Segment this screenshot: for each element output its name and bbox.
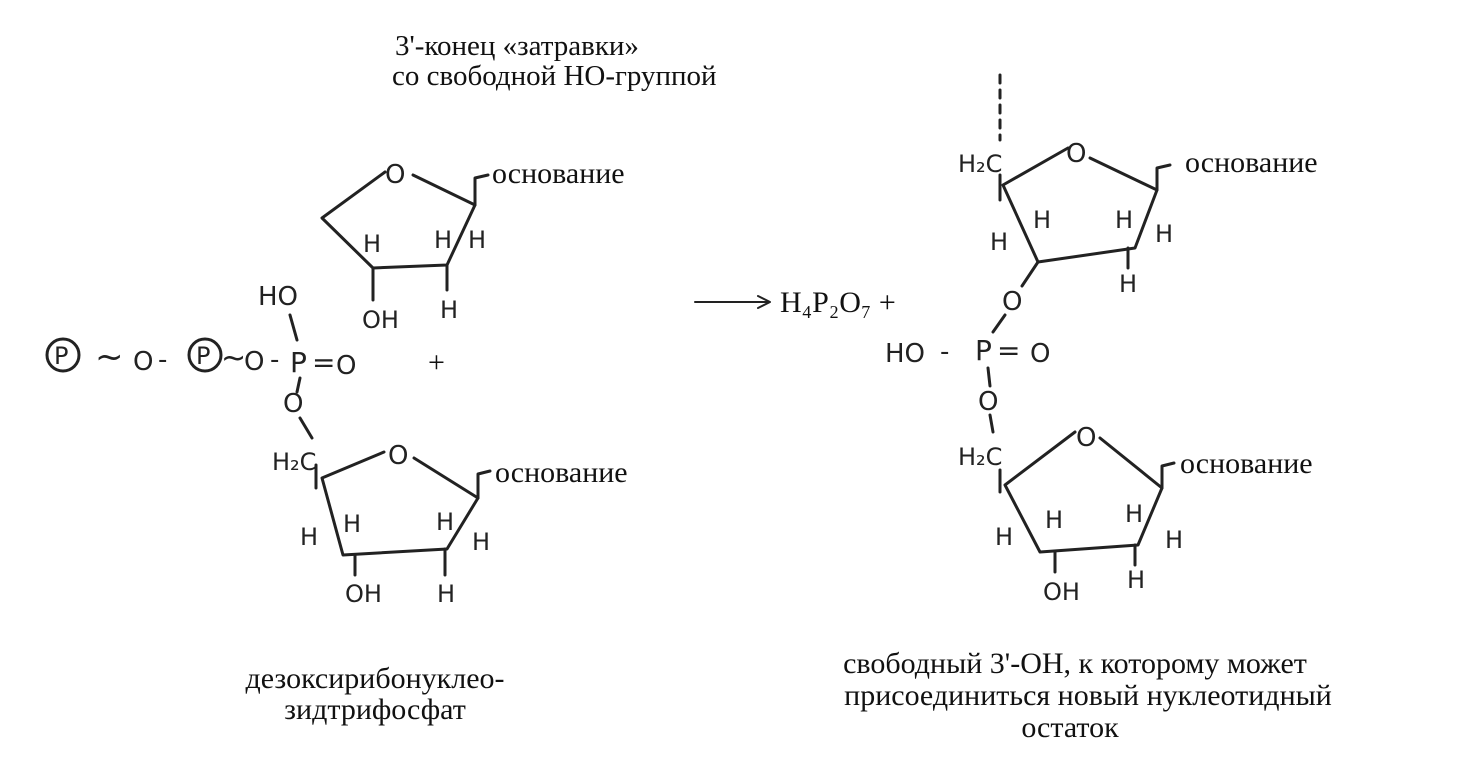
right-upper-base-bond <box>1155 163 1172 192</box>
circled-p-2 <box>187 337 223 373</box>
right-phosphodiester: O HO - P = O O <box>885 287 1050 434</box>
primer-label-line1: 3'-конец «затравки» <box>395 30 639 62</box>
left-upper-base-bond <box>473 173 490 207</box>
reactant-caption-line2: зидтрифосфат <box>284 693 466 726</box>
right-lower-ring-bonds <box>1003 430 1164 554</box>
p-double-bond: = <box>312 346 335 379</box>
right-o-ch2-bond <box>988 413 995 434</box>
left-lower-h2c: H₂C <box>272 448 316 476</box>
left-upper-ring-oxygen: O <box>385 160 405 190</box>
p-ho-bond <box>288 313 299 342</box>
left-lower-base-label: основание <box>495 456 628 489</box>
left-upper-h-1: H <box>363 230 381 258</box>
right-upper-h2c: H₂C <box>958 150 1002 178</box>
left-lower-h-5: H <box>437 580 455 608</box>
right-lower-base-bond <box>1160 461 1176 490</box>
circled-p-2-label: P <box>196 342 210 370</box>
right-upper-base-label: основание <box>1185 146 1318 179</box>
right-3-prime-oxygen: O <box>1002 287 1022 317</box>
right-lower-h-5: H <box>1127 566 1145 594</box>
right-lower-oh: OH <box>1043 578 1080 606</box>
circled-p-1-label: P <box>54 342 68 370</box>
right-phosphorus: P <box>975 334 992 367</box>
right-upper-h-1: H <box>990 228 1008 256</box>
left-lower-oh: OH <box>345 580 382 608</box>
right-lower-base-label: основание <box>1180 447 1313 480</box>
right-lower-h-2: H <box>1045 506 1063 534</box>
right-upper-sugar-ring: H₂C O основание H H H H H <box>958 73 1318 298</box>
o-ch2-bond <box>298 416 314 440</box>
right-lower-h-1: H <box>995 523 1013 551</box>
right-o-p-bond <box>991 313 1007 334</box>
left-upper-h-2: H <box>434 226 452 254</box>
right-p-oxo-oxygen: O <box>1030 339 1050 369</box>
right-upper-c3-o-bond <box>1020 260 1040 288</box>
dash-2: - <box>270 345 279 375</box>
left-upper-h-3: H <box>468 226 486 254</box>
left-lower-h-3: H <box>436 508 454 536</box>
right-upper-ring-bonds <box>1001 146 1159 264</box>
bridge-oxygen-2: O <box>244 347 264 377</box>
alpha-phosphorus: P <box>290 346 307 379</box>
pyrophosphate-product: H₄P₂O₇ + <box>780 286 896 319</box>
left-upper-ring-bonds <box>320 170 477 270</box>
p-hydroxyl: HO <box>258 282 298 312</box>
tilde-1: ~ <box>95 337 124 377</box>
left-upper-base-label: основание <box>492 157 625 190</box>
bridge-oxygen-1: O <box>133 347 153 377</box>
right-p-double-bond: = <box>997 334 1020 367</box>
left-lower-h-4: H <box>472 528 490 556</box>
left-lower-ring-oxygen: O <box>388 441 408 471</box>
left-upper-sugar-ring: O основание H H H OH H <box>320 157 625 334</box>
left-lower-ring-bonds <box>320 450 480 557</box>
left-lower-sugar-ring: H₂C O основание H H H H OH H <box>272 441 628 608</box>
left-upper-h-4: H <box>440 296 458 324</box>
right-p-hydroxyl: HO <box>885 339 925 369</box>
p-oxo-oxygen: O <box>336 351 356 381</box>
right-upper-h-4: H <box>1155 220 1173 248</box>
right-lower-sugar-ring: H₂C O основание H H H H OH H <box>958 423 1313 606</box>
right-lower-h-4: H <box>1165 526 1183 554</box>
right-lower-ring-oxygen: O <box>1076 423 1096 453</box>
reaction-arrow: H₄P₂O₇ + <box>694 286 896 319</box>
right-dash: - <box>940 337 949 367</box>
product-caption-line1: свободный 3'-ОН, к которому может <box>843 647 1307 680</box>
left-upper-oh: OH <box>362 306 399 334</box>
right-upper-h-3: H <box>1115 206 1133 234</box>
left-triphosphate: P ~ O - P ~ O - P = O HO O + <box>45 282 445 440</box>
left-lower-h-1: H <box>300 523 318 551</box>
arrow-head <box>757 295 771 309</box>
right-lower-h-3: H <box>1125 500 1143 528</box>
right-upper-h-5: H <box>1119 270 1137 298</box>
tilde-2: ~ <box>221 341 246 376</box>
right-upper-ring-oxygen: O <box>1066 139 1086 169</box>
left-lower-h-2: H <box>343 510 361 538</box>
reactant-caption-line1: дезоксирибонуклео- <box>245 662 504 695</box>
right-upper-h-2: H <box>1033 206 1051 234</box>
right-5-prime-oxygen: O <box>978 387 998 417</box>
reaction-plus: + <box>428 346 445 379</box>
dash-1: - <box>158 345 167 375</box>
product-caption-line2: присоединиться новый нуклеотидный <box>844 679 1332 712</box>
circled-p-1 <box>45 337 81 373</box>
p-o-bond-down <box>295 376 302 394</box>
p-ester-oxygen: O <box>283 389 303 419</box>
left-lower-base-bond <box>476 469 492 500</box>
right-p-o-bond-down <box>986 366 992 388</box>
right-lower-h2c: H₂C <box>958 443 1002 471</box>
product-caption-line3: остаток <box>1021 711 1119 744</box>
primer-label-line2: со свободной НО-группой <box>392 60 717 92</box>
